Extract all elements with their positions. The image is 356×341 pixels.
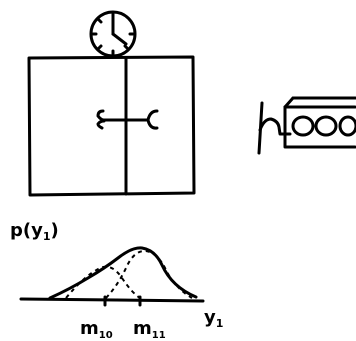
clock-icon: [89, 10, 137, 58]
door-bar-icon: [96, 109, 159, 130]
box-with-clock: [27, 10, 196, 197]
x-axis: [19, 297, 205, 303]
mean-0-label: m10: [80, 318, 113, 341]
density-label: p(y1): [10, 220, 59, 243]
axis-label: y1: [204, 307, 223, 330]
box-icon: [27, 55, 196, 197]
mixture-density-curve: [48, 246, 198, 300]
density-plot: p(y1) y1 m10 m11: [10, 220, 223, 341]
sensor-icon: [257, 96, 356, 155]
mean-1-label: m11: [133, 318, 166, 341]
component-density-0: [65, 265, 141, 299]
component-density-1: [105, 249, 193, 299]
